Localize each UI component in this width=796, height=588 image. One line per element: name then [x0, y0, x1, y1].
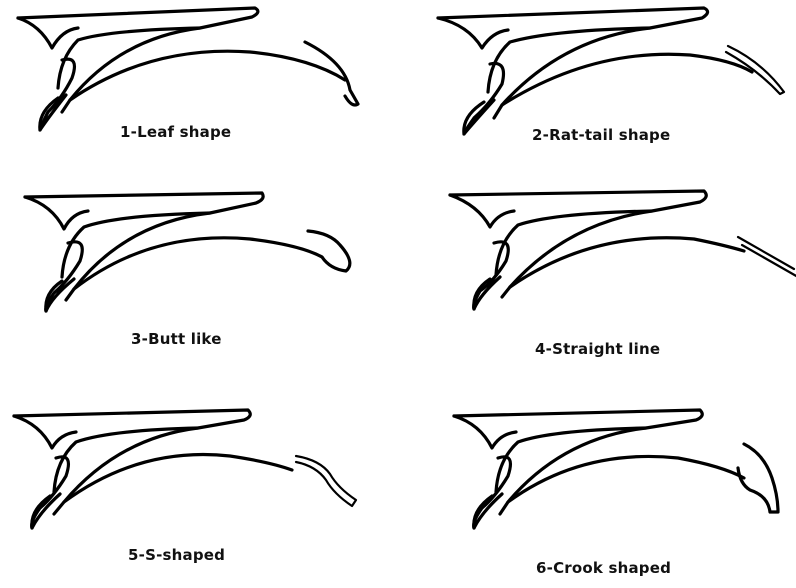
caption-s-shaped: 5-S-shaped	[128, 546, 225, 564]
leaf-shape-outline	[0, 0, 398, 192]
panel-s-shaped: 5-S-shaped	[0, 396, 398, 588]
panel-leaf-shape: 1-Leaf shape	[0, 0, 398, 192]
panel-rat-tail-shape: 2-Rat-tail shape	[432, 0, 796, 192]
butt-like-outline	[0, 185, 398, 377]
panel-straight-line: 4-Straight line	[432, 185, 796, 377]
panel-crook-shaped: 6-Crook shaped	[432, 396, 796, 588]
caption-crook-shaped: 6-Crook shaped	[536, 559, 671, 577]
panel-butt-like: 3-Butt like	[0, 185, 398, 377]
caption-rat-tail-shape: 2-Rat-tail shape	[532, 126, 670, 144]
caption-straight-line: 4-Straight line	[535, 340, 660, 358]
caption-butt-like: 3-Butt like	[131, 330, 222, 348]
rat-tail-shape-outline	[432, 0, 796, 192]
caption-leaf-shape: 1-Leaf shape	[120, 123, 231, 141]
